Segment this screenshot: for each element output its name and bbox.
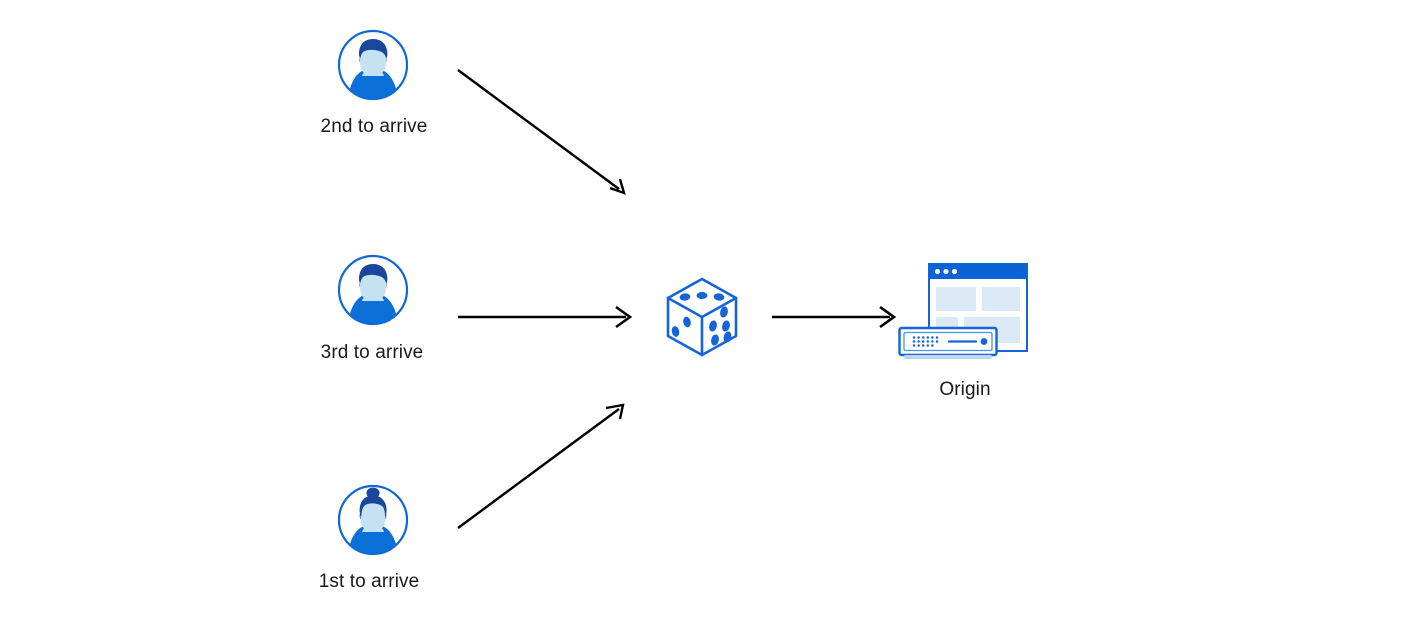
server-device-shape [898,326,998,359]
edge-2nd-to-dice [457,69,626,195]
edge-3rd-to-dice [458,305,633,329]
dice-icon [660,274,744,358]
node-label-user-2nd: 2nd to arrive [320,116,428,137]
node-label-user-3rd: 3rd to arrive [320,342,424,363]
user-avatar-icon [336,28,410,102]
origin-server-icon [896,258,1036,363]
node-label-origin: Origin [939,379,991,400]
user-avatar-icon [336,253,410,327]
edge-1st-to-dice [457,403,625,529]
edge-dice-to-origin [772,305,897,329]
node-label-user-1st: 1st to arrive [318,571,420,592]
user-avatar-female-icon [336,483,410,557]
